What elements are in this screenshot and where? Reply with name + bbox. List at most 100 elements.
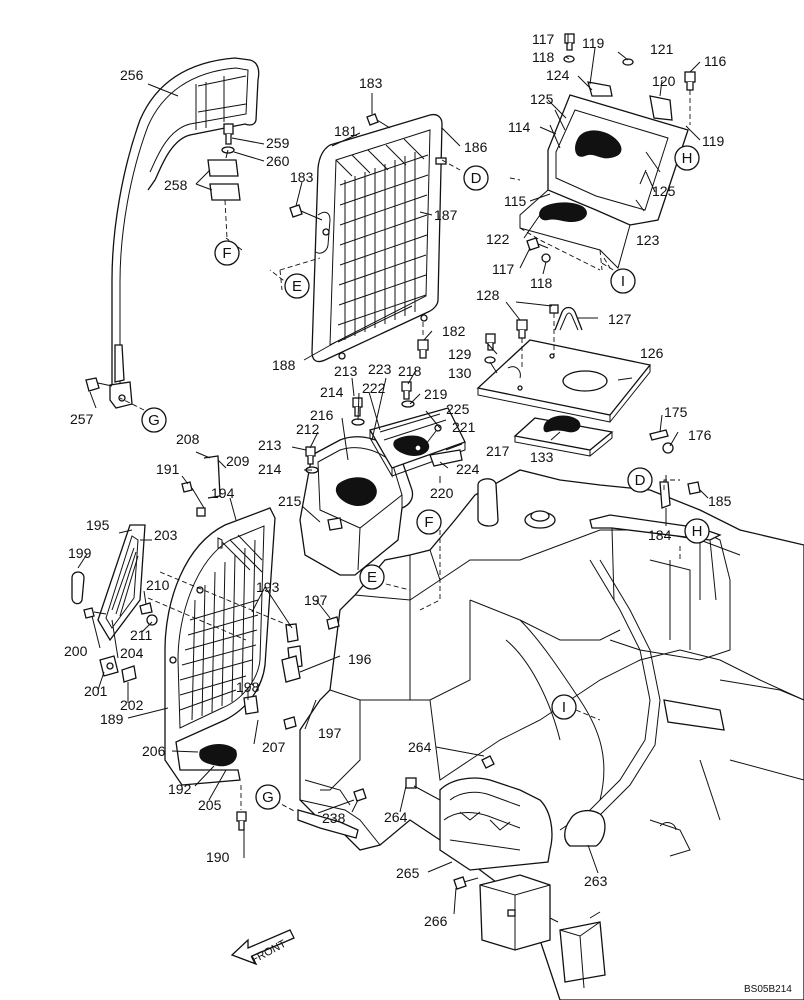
leader-lines xyxy=(77,34,709,915)
label-118-low: 118 xyxy=(530,275,553,291)
handle-127 xyxy=(554,306,583,331)
label-119-right: 119 xyxy=(702,133,725,149)
bolt-264-upper xyxy=(481,755,495,769)
svg-text:F: F xyxy=(222,245,231,262)
label-264-lower: 264 xyxy=(384,809,408,825)
ref-I-mid: I xyxy=(551,694,577,720)
ref-E-top: E xyxy=(284,273,310,299)
label-238: 238 xyxy=(322,810,346,826)
label-185: 185 xyxy=(708,493,732,509)
bolt-183-side xyxy=(289,204,323,221)
bolt-117-top xyxy=(564,33,575,51)
bolt-190 xyxy=(236,785,247,831)
label-264-upper: 264 xyxy=(408,739,432,755)
label-195: 195 xyxy=(86,517,110,533)
door-189 xyxy=(164,507,276,786)
handle-199 xyxy=(71,571,85,605)
bolt-207 xyxy=(283,716,297,730)
label-186: 186 xyxy=(464,139,488,155)
label-124: 124 xyxy=(546,67,570,83)
door-mesh xyxy=(179,534,263,721)
cover-216 xyxy=(299,436,414,576)
washer-176 xyxy=(662,442,674,454)
label-183-side: 183 xyxy=(290,169,314,185)
bolt-266 xyxy=(453,876,479,890)
ref-G-low: G xyxy=(255,784,281,810)
label-119-top: 119 xyxy=(582,35,605,51)
svg-text:G: G xyxy=(262,789,274,806)
label-217: 217 xyxy=(486,443,510,459)
bolt-259 xyxy=(223,123,234,145)
svg-text:E: E xyxy=(367,569,377,586)
label-221: 221 xyxy=(452,419,476,435)
label-214-low: 214 xyxy=(258,461,282,477)
label-224: 224 xyxy=(456,461,480,477)
label-125-right: 125 xyxy=(652,183,676,199)
washer-130 xyxy=(484,356,496,364)
label-120: 120 xyxy=(652,73,676,89)
label-176: 176 xyxy=(688,427,712,443)
label-191: 191 xyxy=(156,461,180,477)
label-213-low: 213 xyxy=(258,437,282,453)
label-211: 211 xyxy=(130,627,153,643)
label-189: 189 xyxy=(100,711,124,727)
label-181: 181 xyxy=(334,123,358,139)
window-195 xyxy=(97,524,146,642)
ref-F-top: F xyxy=(214,240,240,266)
label-117-top: 117 xyxy=(532,31,555,47)
ref-D-mid: D xyxy=(627,467,653,493)
label-209: 209 xyxy=(226,453,250,469)
label-206: 206 xyxy=(142,743,166,759)
bolt-210 xyxy=(139,602,153,615)
label-194: 194 xyxy=(211,485,235,501)
washer-211 xyxy=(146,614,158,626)
bolt-128 xyxy=(516,304,559,368)
label-200: 200 xyxy=(64,643,88,659)
label-126: 126 xyxy=(640,345,664,361)
label-208: 208 xyxy=(176,431,200,447)
ref-I-top: I xyxy=(610,268,636,294)
cover-114 xyxy=(519,81,689,271)
plate-133 xyxy=(513,415,614,457)
svg-text:G: G xyxy=(148,412,160,429)
label-190: 190 xyxy=(206,849,230,865)
label-128: 128 xyxy=(476,287,500,303)
svg-text:F: F xyxy=(424,514,433,531)
svg-text:D: D xyxy=(471,170,482,187)
label-117-low: 117 xyxy=(492,261,515,277)
label-114: 114 xyxy=(508,119,531,135)
rod-208 xyxy=(203,455,221,499)
bolt-185 xyxy=(687,481,701,495)
svg-text:I: I xyxy=(562,699,566,716)
label-115: 115 xyxy=(504,193,527,209)
label-129: 129 xyxy=(448,346,472,362)
label-203: 203 xyxy=(154,527,178,543)
bracket-224 xyxy=(429,449,463,467)
bolt-129 xyxy=(485,333,496,351)
label-198: 198 xyxy=(236,679,260,695)
washer-121 xyxy=(622,58,634,66)
bolt-257 xyxy=(85,377,113,392)
bolt-117-low xyxy=(526,237,549,251)
ref-F-mid: F xyxy=(416,509,442,535)
drawing-code: BS05B214 xyxy=(744,984,792,995)
hinge-196 xyxy=(281,655,301,683)
label-207: 207 xyxy=(262,739,286,755)
guard-rail-256 xyxy=(109,57,260,409)
ref-H-mid: H xyxy=(684,518,710,544)
label-175: 175 xyxy=(664,404,688,420)
lock-201 xyxy=(99,655,119,677)
bolt-200 xyxy=(83,607,107,619)
label-205: 205 xyxy=(198,797,222,813)
label-123: 123 xyxy=(636,232,660,248)
bracket-184 xyxy=(659,475,671,509)
label-193: 193 xyxy=(256,579,280,595)
label-202: 202 xyxy=(120,697,144,713)
label-183-top: 183 xyxy=(359,75,383,91)
label-184: 184 xyxy=(648,527,672,543)
label-125-top: 125 xyxy=(530,91,554,107)
label-223: 223 xyxy=(368,361,392,377)
label-216: 216 xyxy=(310,407,334,423)
svg-text:I: I xyxy=(621,273,625,290)
cover-265 xyxy=(439,777,553,871)
